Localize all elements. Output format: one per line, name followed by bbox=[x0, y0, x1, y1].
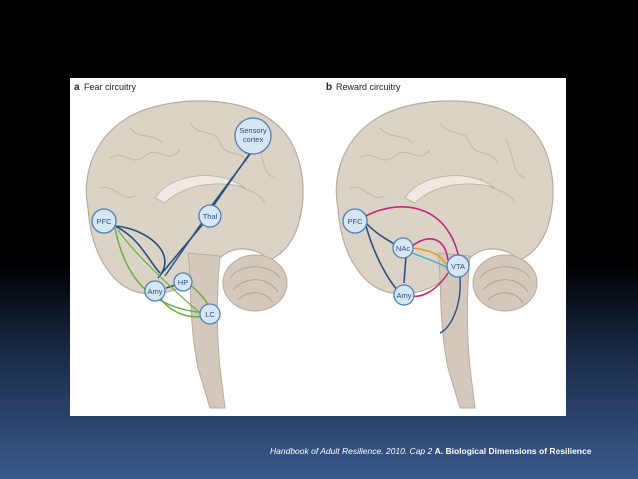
node-b-vta-label: VTA bbox=[451, 262, 465, 271]
node-a-sensory-label-1: Sensory bbox=[239, 126, 267, 135]
brain-b-cerebrum bbox=[335, 100, 554, 295]
node-b-pfc: PFC bbox=[342, 208, 368, 234]
brain-a-brainstem bbox=[187, 252, 226, 409]
node-a-sensory: Sensory cortex bbox=[234, 117, 272, 155]
node-a-lc: LC bbox=[199, 303, 221, 325]
node-a-thal-label: Thal bbox=[203, 212, 218, 221]
figure-image: a Fear circuitry bbox=[70, 78, 566, 416]
panel-b-letter: b bbox=[326, 82, 332, 93]
brain-b-brainstem bbox=[437, 252, 476, 409]
node-a-hp: HP bbox=[173, 272, 193, 292]
node-b-nac-label: NAc bbox=[396, 244, 410, 253]
panel-a-letter: a bbox=[74, 82, 80, 93]
node-a-lc-label: LC bbox=[205, 310, 215, 319]
node-a-hp-label: HP bbox=[178, 278, 188, 287]
vta-nac-path bbox=[411, 238, 449, 261]
amy-nac-path bbox=[403, 255, 407, 284]
pfc-amy-path bbox=[114, 225, 161, 274]
node-a-amy: Amy bbox=[144, 280, 166, 302]
node-b-amy-label: Amy bbox=[397, 291, 412, 300]
brain-b-corpus-callosum bbox=[404, 175, 496, 204]
pfc-amy-path-2 bbox=[114, 225, 166, 279]
panel-a: a Fear circuitry bbox=[74, 82, 304, 409]
caption-citation: Handbook of Adult Resilience. 2010. Cap … bbox=[270, 446, 433, 456]
nac-vta-orange-path bbox=[411, 247, 447, 265]
brain-circuitry-figure: a Fear circuitry bbox=[74, 82, 554, 409]
node-a-thal: Thal bbox=[198, 204, 222, 228]
brain-a-gyri bbox=[99, 122, 276, 204]
thal-amy-path bbox=[161, 217, 209, 274]
vta-down-path bbox=[439, 275, 461, 334]
nac-vta-cyan-path bbox=[411, 252, 449, 269]
node-a-pfc-label: PFC bbox=[97, 217, 113, 226]
node-b-amy: Amy bbox=[393, 284, 415, 306]
node-b-vta: VTA bbox=[446, 254, 470, 278]
pfc-vta-path bbox=[365, 206, 461, 264]
pfc-lc-path bbox=[114, 227, 206, 314]
lc-pfc-path bbox=[117, 229, 201, 314]
node-a-amy-label: Amy bbox=[148, 287, 163, 296]
slide-caption: Handbook of Adult Resilience. 2010. Cap … bbox=[270, 446, 630, 456]
brain-a-corpus-callosum bbox=[154, 175, 246, 204]
panel-a-title: Fear circuitry bbox=[84, 82, 137, 92]
brain-b-cerebellum bbox=[472, 254, 538, 312]
node-b-nac: NAc bbox=[392, 237, 414, 259]
panel-b: b Reward circuitry bbox=[326, 82, 554, 409]
brain-b-gyri bbox=[349, 122, 526, 204]
node-b-pfc-label: PFC bbox=[348, 217, 364, 226]
brain-a-cerebellum bbox=[222, 254, 288, 312]
node-a-sensory-label-2: cortex bbox=[243, 135, 264, 144]
caption-title: A. Biological Dimensions of Resilience bbox=[434, 446, 592, 456]
panel-b-title: Reward circuitry bbox=[336, 82, 401, 92]
node-a-pfc: PFC bbox=[91, 208, 117, 234]
